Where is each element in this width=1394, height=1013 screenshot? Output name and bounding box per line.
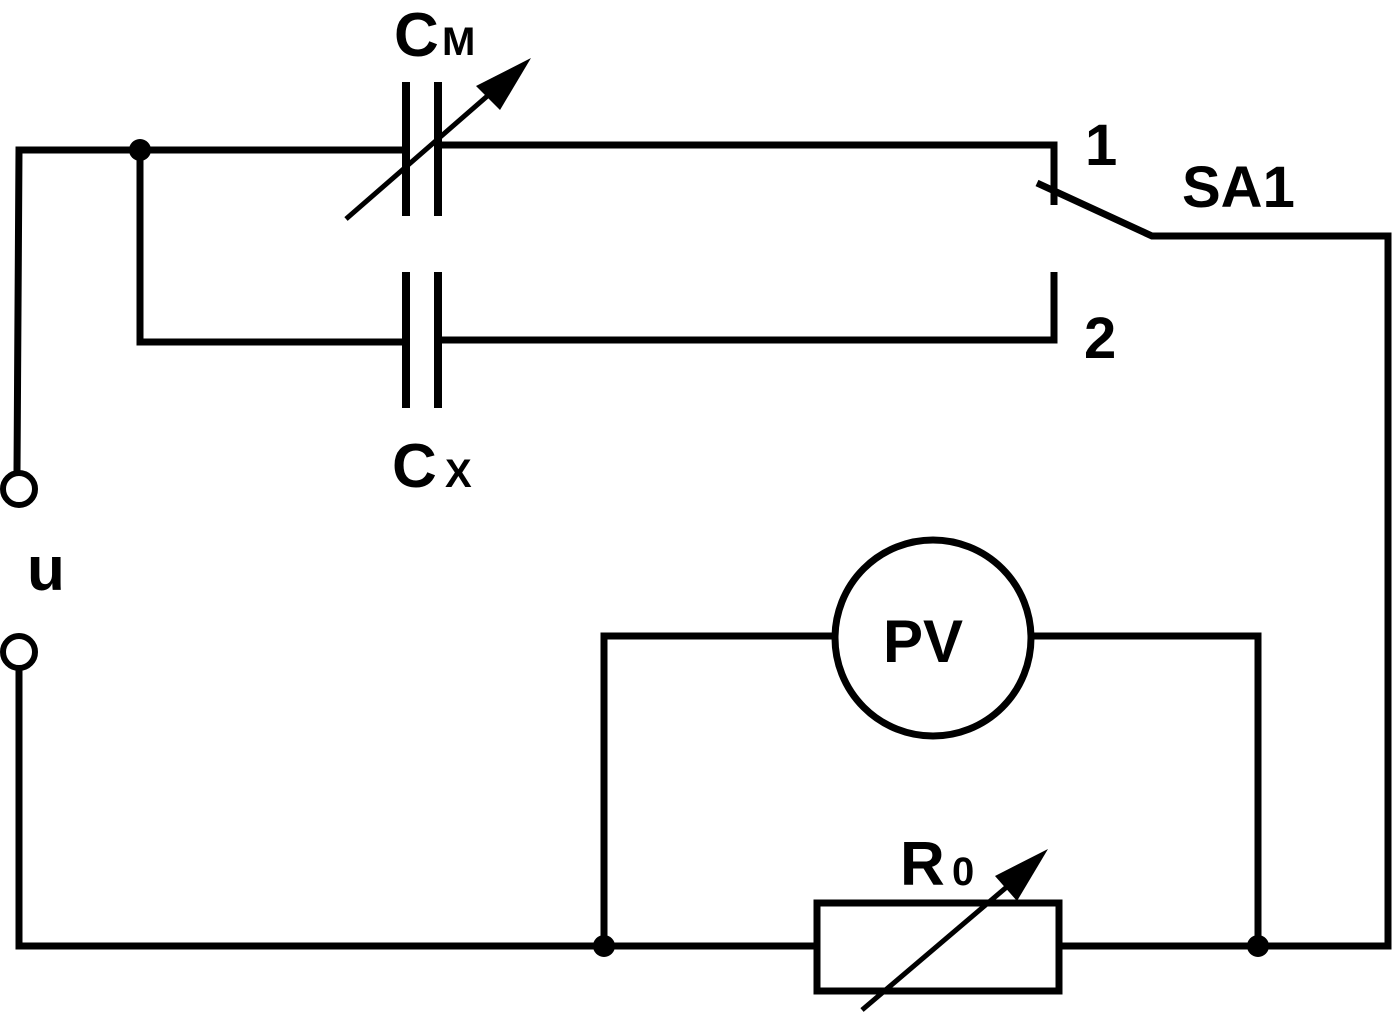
r0-adjust-arrow-line	[860, 872, 1024, 1012]
voltmeter-pv	[831, 536, 1035, 740]
junction-node-bottom-right	[1247, 935, 1269, 957]
resistor-r0	[813, 849, 1063, 1012]
junction-node-bottom-left	[593, 935, 615, 957]
r0-adjust-arrow-head	[995, 849, 1048, 901]
switch-blade	[1035, 179, 1392, 950]
label-switch-pos-1: 1	[1085, 113, 1117, 178]
label-voltmeter-pv: PV	[883, 608, 963, 675]
cm-adjust-arrow-head	[476, 58, 531, 110]
label-r0-sub: 0	[952, 850, 974, 894]
wire-meter-left	[600, 632, 835, 946]
label-r0-main: R	[900, 830, 945, 899]
capacitor-cx	[402, 272, 442, 408]
wire-left-top	[13, 146, 405, 472]
wire-cx-to-contact-2	[439, 272, 1058, 344]
label-switch-sa1: SA1	[1182, 155, 1295, 220]
label-cx-main: C	[392, 432, 437, 501]
wiring	[13, 141, 1392, 950]
source-terminal-top	[0, 470, 38, 508]
label-switch-pos-2: 2	[1084, 306, 1116, 371]
wire-left-bottom	[15, 670, 604, 950]
wire-meter-right	[1031, 632, 1262, 946]
label-source-u: u	[27, 535, 65, 604]
source-terminal-bottom	[0, 633, 38, 671]
cm-adjust-arrow-line	[344, 83, 502, 221]
wire-cm-to-contact-1	[439, 141, 1058, 205]
label-cm-main: C	[394, 1, 439, 70]
label-cm-sub: M	[442, 20, 475, 64]
junction-node-top	[129, 139, 151, 161]
label-cx-sub: X	[445, 452, 472, 496]
capacitor-cm	[344, 58, 531, 221]
wire-branch-cx	[136, 150, 405, 346]
